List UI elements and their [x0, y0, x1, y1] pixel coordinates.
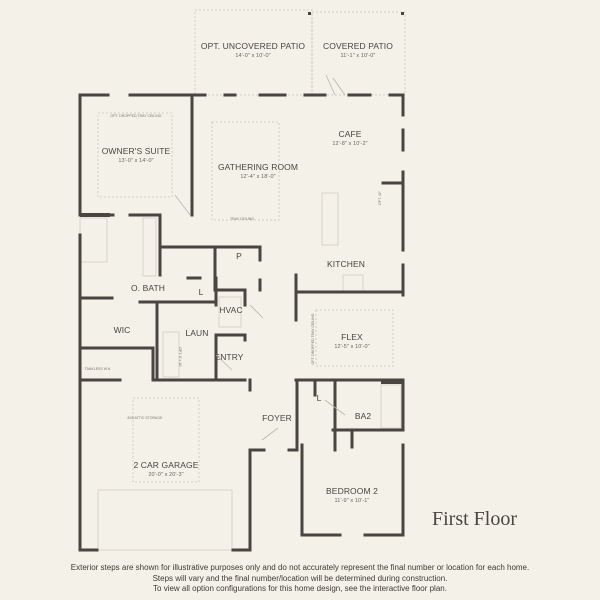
room-name: COVERED PATIO [323, 41, 393, 51]
room-label-covered-patio: COVERED PATIO 11'-1" x 10'-0" [323, 41, 393, 59]
room-label-linen-2: L [316, 393, 322, 403]
room-label-bedroom-2: BEDROOM 2 11'-9" x 10'-1" [326, 486, 378, 504]
note-tray-ceiling: TRAY CEILING [230, 217, 254, 221]
plan-title: First Floor [432, 508, 518, 530]
room-label-flex: FLEX 12'-5" x 10'-0" [334, 332, 369, 350]
disclaimer-line-1: Exterior steps are shown for illustrativ… [70, 563, 530, 572]
room-label-wic: WIC [113, 325, 131, 335]
room-name: BEDROOM 2 [326, 486, 378, 496]
note-water-heater: TANKLESS W.H. [84, 367, 112, 371]
room-name: OPT. UNCOVERED PATIO [200, 41, 306, 51]
room-dims: 20'-0" x 20'-3" [148, 472, 184, 478]
dashed-outlines [97, 9, 406, 483]
note-kitchen-opt: OPT. 42" [378, 191, 382, 205]
note-owner-ceiling: OPT. DROPPED TRAY CEILING [110, 114, 162, 118]
room-dims: 12'-4" x 18'-0" [240, 174, 276, 180]
room-label-pantry: P [236, 251, 242, 261]
room-label-o-bath: O. BATH [130, 283, 166, 293]
room-dims: 12'-5" x 10'-0" [334, 344, 370, 350]
walls [78, 93, 405, 552]
room-name: 2 CAR GARAGE [133, 460, 199, 470]
room-name: CAFE [338, 129, 362, 139]
room-dims: 11'-1" x 10'-0" [340, 53, 376, 59]
room-name: OWNER'S SUITE [101, 146, 171, 156]
room-name: GATHERING ROOM [217, 162, 299, 172]
room-name: FLEX [341, 332, 363, 342]
room-label-garage: 2 CAR GARAGE 20'-0" x 20'-3" [134, 460, 199, 478]
room-dims: 13'-0" x 14'-0" [118, 158, 154, 164]
room-label-ba2: BA2 [354, 411, 372, 421]
note-laun-opt: OPT. 6' x 10' [178, 347, 182, 367]
room-dims: 11'-9" x 10'-1" [334, 498, 370, 504]
room-label-opt-uncovered-patio: OPT. UNCOVERED PATIO 14'-0" x 10'-0" [201, 41, 305, 59]
room-label-linen: L [198, 287, 204, 297]
room-label-hvac: HVAC [219, 305, 243, 315]
room-label-gathering-room: GATHERING ROOM 12'-4" x 18'-0" [218, 162, 298, 180]
disclaimer-line-2: Steps will vary and the final number/loc… [152, 574, 448, 583]
door-swings [174, 74, 346, 441]
note-attic: 8X6 ATTIC STORAGE [127, 416, 163, 420]
room-dims: 12'-8" x 10'-2" [332, 141, 368, 147]
room-dims: 14'-0" x 10'-0" [235, 53, 271, 59]
room-label-entry: ENTRY [214, 352, 244, 362]
room-label-laun: LAUN [185, 328, 209, 338]
note-flex-ceiling: OPT. DROPPED TRAY CEILING [311, 313, 315, 365]
room-label-owners-suite: OWNER'S SUITE 13'-0" x 14'-0" [102, 146, 171, 164]
room-label-foyer: FOYER [262, 413, 292, 423]
room-label-cafe: CAFE 12'-8" x 10'-2" [332, 129, 367, 147]
room-label-kitchen: KITCHEN [326, 259, 366, 269]
fixtures [79, 192, 402, 551]
disclaimer-line-3: To view all option configurations for th… [153, 584, 447, 593]
